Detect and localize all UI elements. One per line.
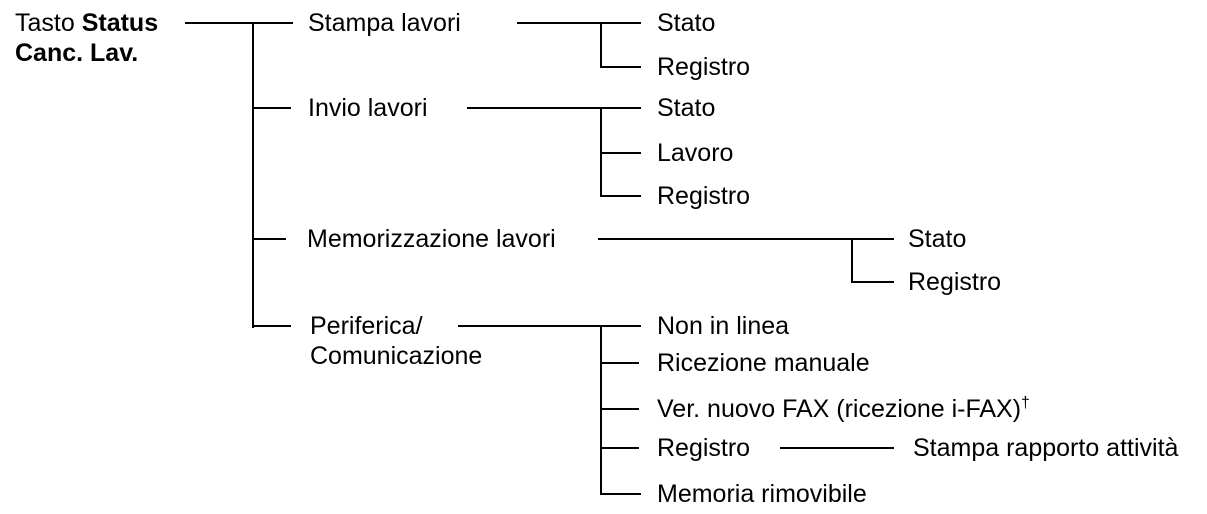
tree-root-label-line2: Canc. Lav. <box>15 39 139 67</box>
branch-stampa-lavori-label: Stampa lavori <box>308 9 461 37</box>
leaf-stampa-stato: Stato <box>657 9 716 37</box>
leaf-memoria-rimovibile: Memoria rimovibile <box>657 480 867 508</box>
ver-nuovo-fax-text: Ver. nuovo FAX (ricezione i-FAX) <box>657 395 1022 423</box>
connector-tick-registro-3 <box>852 281 894 283</box>
connector-tick-memoria-rimovibile <box>601 493 641 495</box>
leaf-invio-stato: Stato <box>657 94 716 122</box>
branch-invio-lavori-label: Invio lavori <box>308 94 428 122</box>
connector-tick-registro-2 <box>601 195 641 197</box>
connector-root-to-trunk <box>185 22 293 24</box>
branch-periferica-label-line1: Periferica/ <box>310 312 423 340</box>
footnote-dagger-marker: † <box>1021 394 1030 412</box>
leaf-ver-nuovo-fax: Ver. nuovo FAX (ricezione i-FAX)† <box>657 394 1030 424</box>
connector-vertical-periferica-group <box>600 325 602 495</box>
connector-tick-registro-1 <box>601 66 641 68</box>
branch-periferica-label-line2: Comunicazione <box>310 342 483 370</box>
connector-registro-to-stampa-rapporto <box>780 447 894 449</box>
leaf-memorizzazione-registro: Registro <box>908 268 1002 296</box>
leaf-periferica-registro: Registro <box>657 434 751 462</box>
leaf-invio-registro: Registro <box>657 182 751 210</box>
connector-tick-periferica <box>253 325 291 327</box>
connector-trunk-vertical <box>252 22 254 328</box>
connector-vertical-stampa-group <box>600 22 602 68</box>
connector-tick-invio-lavori <box>253 107 291 109</box>
branch-memorizzazione-lavori-label: Memorizzazione lavori <box>307 225 556 253</box>
connector-tick-ver-nuovo-fax <box>601 408 639 410</box>
connector-stampa-lavori-to-children <box>517 22 641 24</box>
connector-tick-registro-4 <box>601 447 639 449</box>
leaf-stampa-rapporto-attivita: Stampa rapporto attività <box>913 434 1179 462</box>
connector-periferica-to-children <box>458 325 641 327</box>
leaf-ricezione-manuale: Ricezione manuale <box>657 349 870 377</box>
leaf-invio-lavoro: Lavoro <box>657 139 734 167</box>
root-label-prefix: Tasto <box>15 9 82 37</box>
root-label-status: Status <box>81 9 159 37</box>
connector-invio-lavori-to-children <box>467 107 641 109</box>
connector-memorizzazione-to-children <box>598 238 894 240</box>
connector-tick-lavoro <box>601 152 641 154</box>
connector-tick-memorizzazione <box>253 238 286 240</box>
connector-vertical-invio-group <box>600 107 602 197</box>
leaf-memorizzazione-stato: Stato <box>908 225 967 253</box>
connector-vertical-memorizzazione-group <box>851 238 853 283</box>
leaf-non-in-linea: Non in linea <box>657 312 790 340</box>
leaf-stampa-registro: Registro <box>657 53 751 81</box>
tree-root-label-line1: Tasto Status <box>15 8 158 38</box>
connector-tick-ricezione-manuale <box>601 362 639 364</box>
